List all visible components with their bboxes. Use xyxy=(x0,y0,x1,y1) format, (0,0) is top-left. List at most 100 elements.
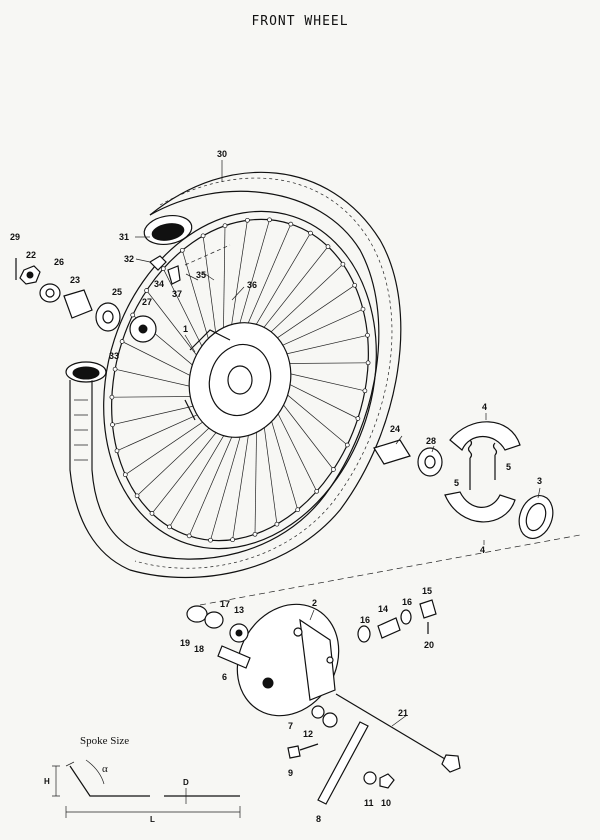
washer-16b xyxy=(400,609,412,625)
label-9: 9 xyxy=(288,768,293,778)
label-21: 21 xyxy=(398,708,408,718)
washer-11 xyxy=(363,771,377,785)
label-26: 26 xyxy=(54,257,64,267)
spoke-nipple xyxy=(222,223,228,229)
label-16-top: 16 xyxy=(402,597,412,607)
spoke-nipple xyxy=(274,521,280,527)
brake-panel-group xyxy=(186,599,461,805)
spoke-nipple xyxy=(149,511,155,516)
label-19: 19 xyxy=(180,638,190,648)
spoke-nipple xyxy=(245,217,250,223)
nut-10 xyxy=(379,773,395,789)
spoke-nipple xyxy=(112,366,118,372)
spoke-nipple xyxy=(110,422,115,428)
spoke-nipple xyxy=(308,230,313,236)
leader-lines xyxy=(135,160,541,727)
label-5-left: 5 xyxy=(454,478,459,488)
label-23: 23 xyxy=(70,275,80,285)
valve-34 xyxy=(167,265,181,285)
brake-shoe-4-lower xyxy=(444,491,516,523)
spoke xyxy=(246,232,311,341)
washer-17 xyxy=(204,611,224,629)
label-28: 28 xyxy=(426,436,436,446)
label-11: 11 xyxy=(364,798,374,808)
spoke-nipple xyxy=(267,217,272,223)
label-32: 32 xyxy=(124,254,134,264)
spoke-nipple xyxy=(179,247,185,253)
label-35: 35 xyxy=(196,270,206,280)
label-34: 34 xyxy=(154,279,164,289)
spoke-nipple xyxy=(167,524,172,530)
washer-7 xyxy=(311,705,325,719)
label-24: 24 xyxy=(390,424,400,434)
brake-shoe-4-upper xyxy=(449,421,521,451)
label-4-top: 4 xyxy=(482,402,487,412)
label-36: 36 xyxy=(247,280,257,290)
spoke-nipple xyxy=(114,448,120,454)
spoke xyxy=(210,418,246,541)
right-parts xyxy=(373,421,554,539)
label-3: 3 xyxy=(537,476,542,486)
label-15: 15 xyxy=(422,586,432,596)
label-13: 13 xyxy=(234,605,244,615)
spoke-nipple xyxy=(252,531,258,537)
spoke-nipple xyxy=(200,233,206,239)
spring-5-left xyxy=(467,439,473,490)
label-37: 37 xyxy=(172,289,182,299)
cam-shaft-6 xyxy=(217,645,251,669)
spoke xyxy=(136,415,223,497)
label-10: 10 xyxy=(381,798,391,808)
spoke-nipple xyxy=(344,442,350,448)
label-25: 25 xyxy=(112,287,122,297)
label-20: 20 xyxy=(424,640,434,650)
spoke-nipple xyxy=(130,312,136,318)
spoke-nipple xyxy=(355,416,361,421)
valve-cap-32 xyxy=(149,255,167,271)
fitting-15 xyxy=(419,599,437,619)
label-8: 8 xyxy=(316,814,321,824)
spoke-nipple xyxy=(109,394,115,400)
spoke xyxy=(228,220,248,345)
spoke-nipple xyxy=(295,507,301,513)
spoke xyxy=(252,246,329,343)
spoke xyxy=(169,419,234,528)
spoke-nipple xyxy=(365,360,371,366)
label-18: 18 xyxy=(194,644,204,654)
label-14: 14 xyxy=(378,604,388,614)
bolt-9 xyxy=(287,745,301,759)
dim-alpha: α xyxy=(102,763,108,775)
spoke-nipple xyxy=(360,306,366,312)
brake-arm-8 xyxy=(317,721,369,805)
spoke-nipple xyxy=(119,339,125,344)
left-parts xyxy=(15,255,181,343)
label-30: 30 xyxy=(217,149,227,159)
dim-h: H xyxy=(44,777,50,786)
spoke xyxy=(234,219,270,342)
label-6: 6 xyxy=(222,672,227,682)
label-12: 12 xyxy=(303,729,313,739)
spoke-nipple xyxy=(325,244,331,249)
spoke-nipple xyxy=(365,332,370,338)
spoke xyxy=(151,417,228,514)
label-16-left: 16 xyxy=(360,615,370,625)
diagram-title: FRONT WHEEL xyxy=(251,14,349,29)
spoke-nipple xyxy=(122,472,128,478)
spoke-nipple xyxy=(362,388,368,394)
washer-16a xyxy=(357,625,371,643)
label-33: 33 xyxy=(109,351,119,361)
label-27: 27 xyxy=(142,297,152,307)
label-2: 2 xyxy=(312,598,317,608)
spoke xyxy=(232,415,252,540)
spoke-nipple xyxy=(160,266,166,272)
hub xyxy=(184,322,292,438)
spoke-nipple xyxy=(186,533,192,539)
label-5-right: 5 xyxy=(506,462,511,472)
seal-19 xyxy=(186,605,208,623)
spoke-nipple xyxy=(331,467,336,472)
label-29: 29 xyxy=(10,232,20,242)
spoke-nipple xyxy=(340,261,346,267)
label-31: 31 xyxy=(119,232,129,242)
spoke-nipple xyxy=(134,493,140,499)
spoke-nipple xyxy=(144,288,149,293)
spoke xyxy=(240,223,292,341)
